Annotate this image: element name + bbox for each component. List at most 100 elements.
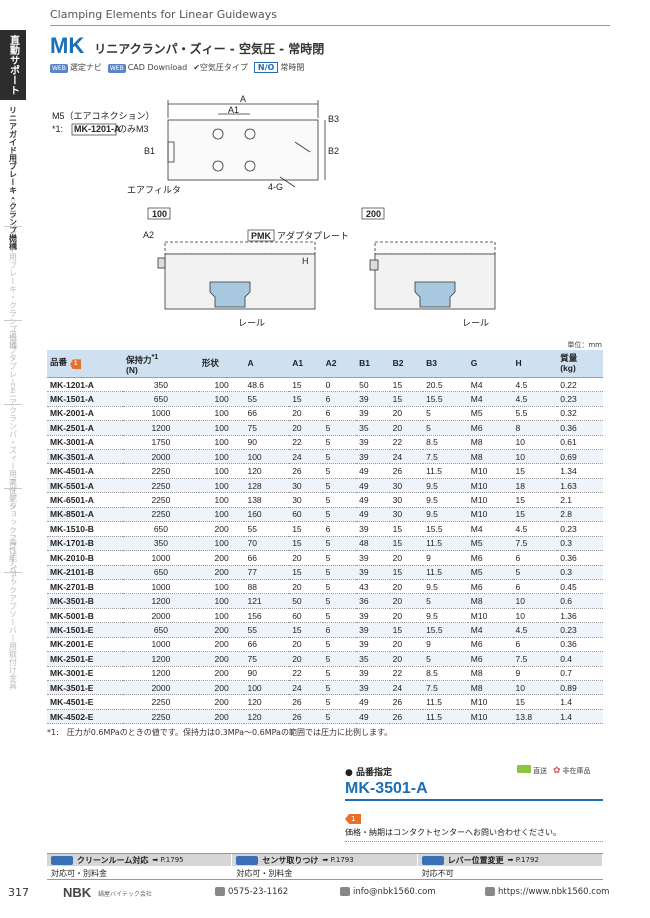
- table-cell: 0.3: [557, 536, 603, 552]
- col-a: A: [244, 350, 290, 378]
- table-cell: 5: [322, 666, 357, 682]
- table-cell: 1.34: [557, 463, 603, 479]
- badge-1: 1: [70, 359, 82, 370]
- shape-100-label: 100: [152, 209, 167, 219]
- table-cell: M5: [467, 536, 513, 552]
- label-rail-100: レール: [238, 318, 265, 328]
- col-holding-force: 保持力*1(N): [123, 350, 199, 378]
- page-link-sensor[interactable]: ➡ P.1793: [322, 856, 354, 864]
- part-number-cell: MK-2101-B: [47, 565, 123, 580]
- table-cell: 5: [322, 449, 357, 465]
- table-cell: 100: [198, 406, 245, 422]
- side-index: 直動サポート リニアガイド用ブレーキ・クランプ機構 リニアシャフト用ブレーキ・ク…: [0, 30, 26, 860]
- table-cell: M10: [467, 463, 513, 479]
- phone[interactable]: 0575-23-1162: [215, 887, 288, 897]
- table-cell: 0.23: [557, 622, 603, 638]
- dim-h: H: [302, 256, 309, 266]
- table-cell: 5: [423, 420, 468, 436]
- table-cell: 20: [389, 406, 424, 422]
- table-cell: 100: [198, 478, 245, 494]
- table-cell: M6: [467, 550, 513, 566]
- table-cell: 11.5: [423, 709, 468, 725]
- table-cell: 0.22: [557, 377, 603, 393]
- table-cell: 1200: [123, 593, 199, 609]
- table-cell: 2000: [123, 608, 199, 624]
- side-tab-shock-bracket[interactable]: 高性能ショックアブソーバー用取付け金具: [8, 538, 18, 690]
- table-cell: 4.5: [512, 377, 558, 393]
- table-cell: 1000: [123, 406, 199, 422]
- table-cell: M6: [467, 637, 513, 653]
- side-tab-direct-support[interactable]: 直動サポート: [0, 30, 26, 100]
- table-cell: 2.8: [557, 507, 603, 523]
- page-number: 317: [8, 886, 29, 899]
- side-tab-shock-absorber[interactable]: 高性能ショックアブソーバー: [8, 478, 18, 582]
- side-tab-shaft-brake[interactable]: リニアシャフト用ブレーキ・クランプ機構: [8, 197, 18, 349]
- email[interactable]: info@nbk1560.com: [340, 887, 436, 897]
- table-cell: 6: [322, 406, 357, 422]
- table-cell: 48: [356, 536, 390, 552]
- part-number-cell: MK-1501-E: [47, 622, 123, 638]
- side-tab-adapter-plate[interactable]: アダプタプレート: [8, 330, 18, 394]
- truck-icon: [517, 765, 531, 773]
- page-link-cleanroom[interactable]: ➡ P.1795: [152, 856, 184, 864]
- table-cell: 200: [198, 694, 245, 710]
- globe-icon: [485, 887, 495, 896]
- table-cell: 20: [389, 420, 424, 436]
- table-cell: 15: [389, 521, 424, 537]
- table-cell: 1000: [123, 550, 199, 566]
- table-cell: 20: [289, 550, 323, 566]
- side-tab-clamper-adapter[interactable]: リニアクランパ・ズィー用アダプタ: [8, 382, 18, 510]
- part-number-cell: MK-1501-A: [47, 391, 123, 407]
- unit-label: 単位：mm: [567, 341, 602, 349]
- col-mass: 質量(kg): [557, 350, 603, 378]
- label-rail-200: レール: [462, 318, 489, 328]
- table-cell: 39: [356, 637, 390, 653]
- side-tab-linear-guide-brake[interactable]: リニアガイド用ブレーキ・クランプ機構: [0, 106, 26, 250]
- table-cell: M6: [467, 579, 513, 595]
- table-cell: 11.5: [423, 565, 468, 580]
- table-cell: 2250: [123, 709, 199, 725]
- table-cell: 39: [356, 622, 390, 638]
- table-cell: 49: [356, 507, 390, 523]
- table-cell: 35: [356, 420, 390, 436]
- option-lever: レバー位置変更➡ P.1792 対応不可: [417, 854, 603, 879]
- top-view: [167, 100, 326, 188]
- dim-a1: A1: [228, 105, 239, 115]
- table-cell: 200: [198, 680, 245, 696]
- table-cell: 49: [356, 694, 390, 710]
- table-cell: 9.5: [423, 608, 468, 624]
- table-cell: 20.5: [423, 377, 468, 393]
- footnote: *1: 圧力が0.6MPaのときの値です。保持力は0.3MPa～0.6MPaの範…: [47, 728, 393, 737]
- table-cell: 15: [289, 521, 323, 537]
- label-adapter-plate: アダプタプレート: [277, 230, 349, 241]
- table-cell: 6: [322, 391, 357, 407]
- table-cell: M4: [467, 622, 513, 638]
- table-cell: 200: [198, 651, 245, 667]
- part-number-cell: MK-2010-B: [47, 550, 123, 566]
- table-cell: 20: [389, 593, 424, 609]
- table-cell: M4: [467, 521, 513, 537]
- table-cell: 24: [289, 449, 323, 465]
- table-cell: 0.7: [557, 666, 603, 682]
- part-number-cell: MK-2501-E: [47, 651, 123, 667]
- table-cell: 5.5: [512, 406, 558, 422]
- website[interactable]: https://www.nbk1560.com: [485, 887, 609, 897]
- legend-nonstock: ✿非在庫品: [553, 765, 591, 776]
- table-cell: 100: [198, 536, 245, 552]
- table-cell: 88: [244, 579, 290, 595]
- page-footer: 317 NBK 鍋屋バイテック会社 0575-23-1162 info@nbk1…: [0, 884, 650, 904]
- page-link-lever[interactable]: ➡ P.1792: [507, 856, 539, 864]
- table-cell: 0.36: [557, 637, 603, 653]
- part-number-cell: MK-2501-A: [47, 420, 123, 436]
- table-cell: 2250: [123, 463, 199, 479]
